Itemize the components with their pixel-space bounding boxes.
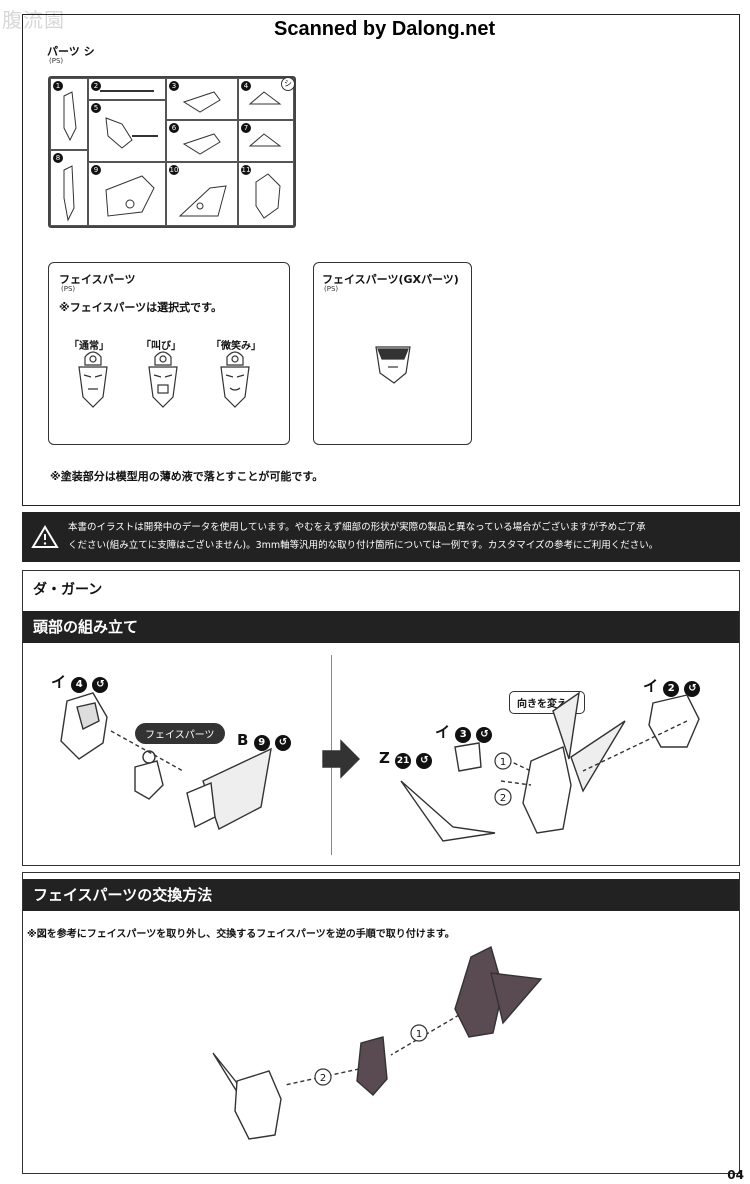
step-label-b9: B 9 ↺	[237, 731, 291, 751]
assembly-order-1: 1	[500, 757, 506, 768]
runner-title: パーツ シ	[47, 45, 95, 58]
cut-icon: ↺	[274, 735, 291, 751]
face-parts-panel: フェイスパーツ (PS) ※フェイスパーツは選択式です。 「通常」 「叫び」 「…	[48, 262, 290, 445]
page-number: 04	[727, 1168, 744, 1182]
runner-tag: シ	[281, 77, 295, 91]
step-label-i4: イ 4 ↺	[51, 671, 109, 693]
cell-number: 5	[91, 103, 101, 113]
warning-banner: 本書のイラストは開発中のデータを使用しています。やむをえず細部の形状が実際の製品…	[22, 512, 740, 562]
warning-text: 本書のイラストは開発中のデータを使用しています。やむをえず細部の形状が実際の製品…	[68, 519, 736, 555]
runner-cell-5: 5	[88, 100, 166, 162]
step-label-i2: イ 2 ↺	[643, 675, 701, 697]
cell-number: 8	[53, 153, 63, 163]
face-option-shout: 「叫び」	[141, 341, 181, 352]
runner-cell-7: 7	[238, 120, 294, 162]
runner-cell-4: 4 シ	[238, 77, 295, 120]
face-parts-sub: (PS)	[61, 285, 76, 293]
head-assembly-bar: 頭部の組み立て	[23, 611, 739, 643]
swap-order-1: 1	[416, 1029, 422, 1040]
cell-number: 11	[241, 165, 251, 175]
face-gx-drawing	[375, 346, 411, 384]
runner-cell-1: 1	[50, 78, 88, 150]
part-number-badge: 9	[253, 735, 270, 751]
step-label-z21: Z 21 ↺	[379, 749, 433, 769]
cut-icon: ↺	[684, 681, 701, 697]
swap-order-2: 2	[320, 1073, 326, 1084]
part-number-badge: 21	[395, 753, 412, 769]
head-assembly-drawing: 1 2	[60, 691, 700, 842]
face-parts-gx-panel: フェイスパーツ(GXパーツ) (PS)	[313, 262, 472, 445]
runner-cell-6: 6	[166, 120, 238, 162]
cell-number: 2	[91, 81, 101, 91]
head-assembly-section: ダ・ガーン 頭部の組み立て イ 4 ↺ B 9 ↺ イ 3 ↺ イ 2 ↺ Z …	[22, 570, 740, 866]
face-option-smile: 「微笑み」	[211, 341, 261, 352]
face-swap-drawing: 1 2	[212, 945, 543, 1140]
cell-number: 1	[53, 81, 63, 91]
cut-icon: ↺	[416, 753, 433, 769]
face-swap-note: ※図を参考にフェイスパーツを取り外し、交換するフェイスパーツを逆の手順で取り付け…	[27, 929, 455, 940]
part-number-badge: 2	[663, 681, 680, 697]
face-parts-note: ※フェイスパーツは選択式です。	[59, 301, 223, 314]
runner-cell-10: 10	[166, 162, 238, 226]
step-label-i3: イ 3 ↺	[435, 721, 493, 743]
face-parts-drawing	[78, 351, 250, 408]
part-letter: B	[237, 731, 249, 749]
part-letter: イ	[51, 673, 67, 691]
warning-icon	[31, 525, 59, 548]
cell-number: 4	[241, 81, 251, 91]
cell-number: 3	[169, 81, 179, 91]
cell-number: 10	[169, 165, 179, 175]
scan-credit: Scanned by Dalong.net	[274, 18, 496, 40]
face-parts-gx-title: フェイスパーツ(GXパーツ)	[322, 273, 459, 286]
parts-overview-panel: パーツ シ (PS)	[22, 14, 740, 506]
runner-cell-2: 2	[88, 78, 166, 100]
part-number-badge: 3	[455, 727, 472, 743]
cut-icon: ↺	[476, 727, 493, 743]
cell-number: 9	[91, 165, 101, 175]
face-option-normal: 「通常」	[69, 341, 109, 352]
cut-icon: ↺	[92, 677, 109, 693]
warning-line-1: 本書のイラストは開発中のデータを使用しています。やむをえず細部の形状が実際の製品…	[68, 522, 646, 533]
cell-number: 6	[169, 123, 179, 133]
watermark: 腹流園	[2, 8, 65, 32]
face-parts-title: フェイスパーツ	[59, 273, 136, 286]
part-letter: イ	[643, 677, 659, 695]
runner-parts-drawing	[63, 90, 282, 222]
runner-sub: (PS)	[49, 57, 64, 65]
paint-note: ※塗装部分は模型用の薄め液で落とすことが可能です。	[50, 470, 324, 483]
part-letter: イ	[435, 723, 451, 741]
section-name: ダ・ガーン	[33, 582, 103, 598]
part-number-badge: 4	[71, 677, 88, 693]
face-parts-gx-sub: (PS)	[324, 285, 339, 293]
part-letter: Z	[379, 749, 390, 767]
cell-number: 7	[241, 123, 251, 133]
face-swap-section: フェイスパーツの交換方法 ※図を参考にフェイスパーツを取り外し、交換するフェイス…	[22, 872, 740, 1174]
assembly-order-2: 2	[500, 793, 506, 804]
face-swap-bar: フェイスパーツの交換方法	[23, 879, 739, 911]
face-parts-pill: フェイスパーツ	[135, 723, 225, 744]
runner-cell-3: 3	[166, 78, 238, 120]
warning-line-2: ください(組み立てに支障はございません)。3mm軸等汎用的な取り付け箇所について…	[68, 540, 659, 551]
runner-cell-9: 9	[88, 162, 166, 226]
parts-runner-diagram: 1 8 2 5 9 3 6 10 4 シ 7 11	[48, 76, 296, 228]
runner-cell-11: 11	[238, 162, 294, 226]
runner-cell-8: 8	[50, 150, 88, 226]
